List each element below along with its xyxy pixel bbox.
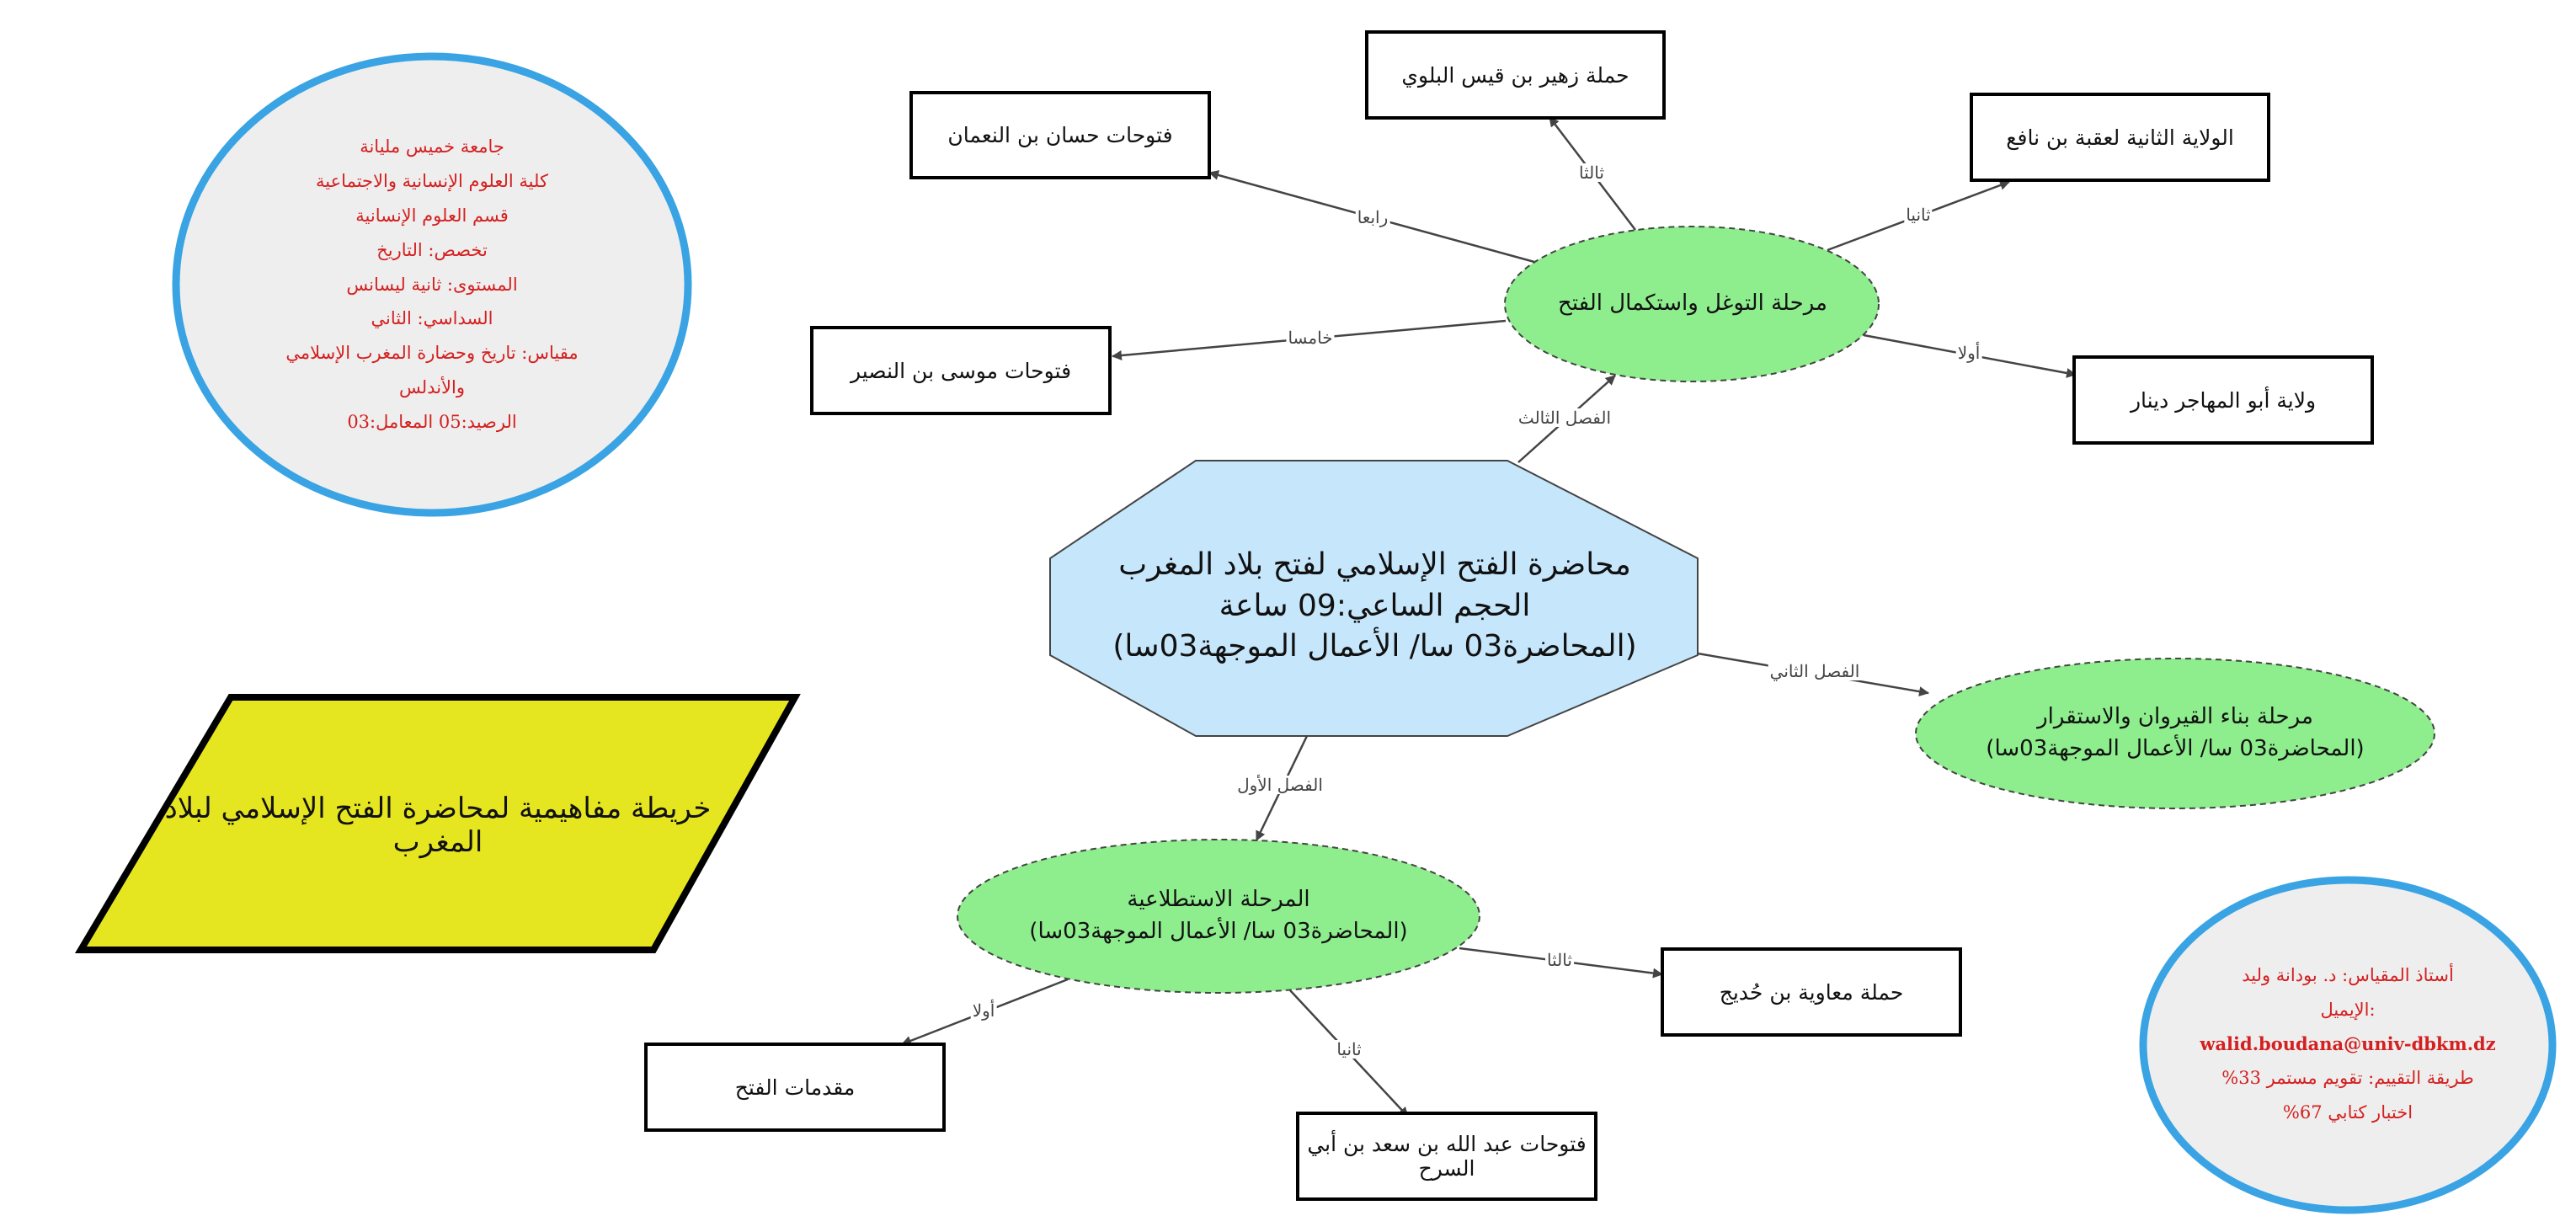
edge-label-muawiya: ثالثا [1545,950,1574,970]
title-parallelogram [74,694,801,953]
info-top-line: كلية العلوم الإنسانية والاجتماعية [316,170,548,191]
map-title-label: خريطة مفاهيمية لمحاضرة الفتح الإسلامي لب… [164,792,712,859]
phase-1-sublabel: (المحاضرة03 سا/ الأعمال الموجهة03سا) [1029,919,1408,944]
edge-label-ch3: الفصل الثالث [1516,408,1613,428]
center-line: (المحاضرة03 سا/ الأعمال الموجهة03سا) [1112,629,1637,664]
phase-3-text: مرحلة التوغل واستكمال الفتح [1524,269,1861,339]
phase-2-ellipse [1915,658,2435,809]
edge-label-hassan: رابعا [1355,207,1390,227]
info-circle-top [172,52,692,517]
center-line: محاضرة الفتح الإسلامي لفتح بلاد المغرب [1118,547,1631,583]
info-bottom-line: طريقة التقييم: تقويم مستمر 33% [2221,1068,2474,1089]
box-musa: فتوحات موسى بن النصير [810,326,1112,415]
edge-label-musa: خامسا [1286,328,1335,348]
box-abdallah: فتوحات عبد الله بن سعد بن أبي السرح [1296,1112,1597,1201]
phase-2-text: مرحلة بناء القيروان والاستقرار (المحاضرة… [1937,691,2413,776]
edge-label-zuhayr: ثالثا [1577,163,1606,183]
info-bottom-line: :الإيميل [2320,999,2376,1020]
edge-label-abdallah: ثانيا [1335,1039,1363,1059]
info-top-text: جامعة خميس مليانة كلية العلوم الإنسانية … [264,125,600,445]
map-title: خريطة مفاهيمية لمحاضرة الفتح الإسلامي لب… [143,758,733,893]
info-top-line: تخصص: التاريخ [376,239,488,260]
center-node-text: محاضرة الفتح الإسلامي لفتح بلاد المغرب ا… [1069,505,1680,707]
box-muqaddimat-label: مقدمات الفتح [734,1075,856,1100]
center-line: الحجم الساعي:09 ساعة [1219,588,1531,623]
edge-label-muqaddimat: أولا [970,1000,997,1021]
box-uqba: الولاية الثانية لعقبة بن نافع [1970,93,2270,182]
phase-3-label: مرحلة التوغل واستكمال الفتح [1558,291,1827,317]
box-muqaddimat: مقدمات الفتح [644,1043,946,1132]
info-top-line: السداسي: الثاني [371,308,493,329]
phase-1-label: المرحلة الاستطلاعية [1127,887,1310,913]
info-circle-bottom [2139,876,2557,1214]
box-muawiya: حملة معاوية بن حُديج [1661,947,1962,1037]
box-uqba-label: الولاية الثانية لعقبة بن نافع [2006,125,2234,150]
box-musa-label: فتوحات موسى بن النصير [850,358,1072,383]
info-bottom-line: أستاذ المقياس: د. بودانة وليد [2242,964,2454,985]
box-hassan-label: فتوحات حسان بن النعمان [947,123,1173,147]
edge-label-ch1: الفصل الأول [1235,775,1325,795]
edge-label-ch2: الفصل الثاني [1768,661,1862,681]
edge-label-uqba: ثانيا [1904,205,1933,225]
box-hassan: فتوحات حسان بن النعمان [909,91,1211,179]
info-bottom-text: أستاذ المقياس: د. بودانة وليد :الإيميل w… [2171,943,2525,1145]
box-muhajir: ولاية أبو المهاجر دينار [2072,355,2374,445]
info-bottom-email: walid.boudana@univ-dbkm.dz [2200,1032,2496,1054]
phase-2-label: مرحلة بناء القيروان والاستقرار [2037,704,2313,730]
info-top-line: قسم العلوم الإنسانية [355,205,509,226]
info-top-line: مقياس: تاريخ وحضارة المغرب الإسلامي [285,343,579,364]
box-abdallah-label: فتوحات عبد الله بن سعد بن أبي السرح [1307,1132,1587,1181]
box-muhajir-label: ولاية أبو المهاجر دينار [2130,387,2317,413]
info-top-line: المستوى: ثانية ليسانس [346,274,518,295]
box-zuhayr-label: حملة زهير بن قيس البلوي [1401,62,1629,88]
edge-label-muhajir: أولا [1955,343,1982,363]
box-muawiya-label: حملة معاوية بن حُديج [1719,979,1904,1005]
center-octagon [1049,460,1699,737]
info-top-line: الرصيد:05 المعامل:03 [347,412,517,433]
phase-1-text: المرحلة الاستطلاعية (المحاضرة03 سا/ الأع… [977,872,1460,960]
info-top-line: والأندلس [399,377,465,398]
box-zuhayr: حملة زهير بن قيس البلوي [1365,30,1666,120]
phase-1-ellipse [957,839,1480,994]
phase-3-ellipse [1504,226,1880,382]
info-top-line: جامعة خميس مليانة [360,136,504,157]
info-bottom-line: اختبار كتابي 67% [2282,1102,2413,1123]
phase-2-sublabel: (المحاضرة03 سا/ الأعمال الموجهة03سا) [1986,736,2365,761]
